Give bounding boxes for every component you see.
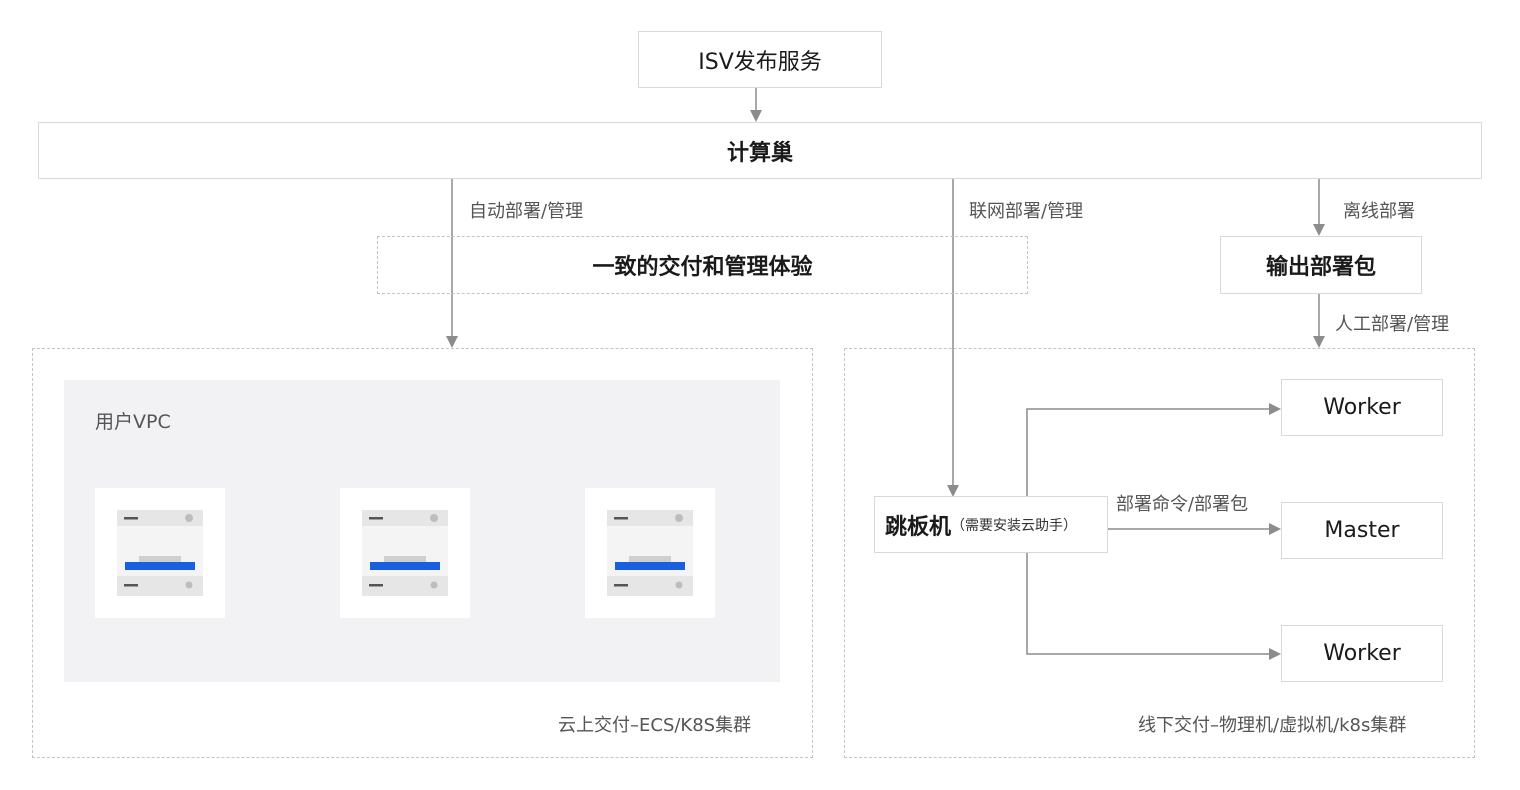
server-icon bbox=[362, 510, 448, 596]
worker-label: Worker bbox=[1323, 641, 1401, 666]
compute-nest-label: 计算巢 bbox=[726, 140, 793, 166]
command-package-label: 部署命令/部署包 bbox=[1116, 494, 1249, 515]
offline-delivery-region bbox=[844, 348, 1475, 758]
user-vpc-label: 用户VPC bbox=[95, 411, 171, 433]
network-deploy-label: 联网部署/管理 bbox=[969, 201, 1084, 222]
compute-nest-bar: 计算巢 bbox=[38, 122, 1482, 179]
server-icon bbox=[607, 510, 693, 596]
consistent-experience-box: 一致的交付和管理体验 bbox=[377, 236, 1028, 294]
server-icon bbox=[117, 510, 203, 596]
jump-host-note: （需要安装云助手） bbox=[951, 517, 1078, 534]
jump-host-box: 跳板机 （需要安装云助手） bbox=[874, 496, 1108, 553]
consistent-experience-label: 一致的交付和管理体验 bbox=[592, 255, 813, 280]
server-card bbox=[340, 488, 470, 618]
server-card bbox=[95, 488, 225, 618]
jump-host-label: 跳板机 bbox=[885, 514, 952, 540]
worker-node-top: Worker bbox=[1281, 379, 1443, 436]
worker-node-bottom: Worker bbox=[1281, 625, 1443, 682]
arrow-to-worker-bottom bbox=[1026, 553, 1281, 660]
worker-label: Worker bbox=[1323, 395, 1401, 420]
offline-delivery-caption: 线下交付–物理机/虚拟机/k8s集群 bbox=[1138, 715, 1407, 736]
master-node: Master bbox=[1281, 502, 1443, 559]
isv-service-box: ISV发布服务 bbox=[638, 31, 882, 88]
cloud-delivery-region bbox=[32, 348, 813, 758]
offline-deploy-label: 离线部署 bbox=[1343, 201, 1415, 222]
output-package-label: 输出部署包 bbox=[1265, 255, 1376, 280]
manual-deploy-label: 人工部署/管理 bbox=[1335, 314, 1450, 335]
master-label: Master bbox=[1324, 518, 1400, 543]
output-package-box: 输出部署包 bbox=[1220, 236, 1422, 294]
server-card bbox=[585, 488, 715, 618]
cloud-delivery-caption: 云上交付–ECS/K8S集群 bbox=[558, 715, 752, 736]
isv-service-label: ISV发布服务 bbox=[698, 49, 822, 75]
auto-deploy-label: 自动部署/管理 bbox=[469, 201, 584, 222]
arrow-to-worker-top bbox=[1026, 403, 1281, 496]
